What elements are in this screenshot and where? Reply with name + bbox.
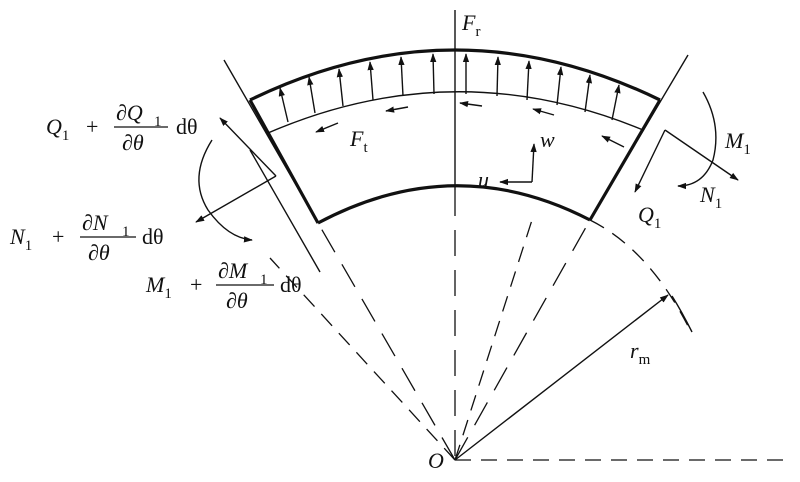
right-Q-arrow <box>634 129 666 193</box>
radial-load-arrow <box>430 53 437 95</box>
left-Q-expression: Q1 + ∂Q 1 ∂θ dθ <box>46 100 198 155</box>
inner-arc-extension <box>589 219 691 331</box>
radius-tip-arc <box>671 295 693 333</box>
N-num-sub: 1 <box>122 224 130 240</box>
N-base: N <box>9 224 26 249</box>
outer-arc <box>249 48 661 102</box>
Q-num: ∂Q <box>116 100 143 125</box>
radial-load-arrow <box>611 84 621 121</box>
rm-main: r <box>630 338 639 363</box>
M-num-sub: 1 <box>260 272 268 288</box>
N-plus: + <box>52 224 64 249</box>
left-N-arrow <box>195 175 277 223</box>
radial-load-arrow <box>494 56 501 97</box>
M-num: ∂M <box>218 258 249 283</box>
origin-label: O <box>428 448 444 473</box>
Q-plus: + <box>86 114 98 139</box>
M1-main: M <box>724 128 745 153</box>
N-den: ∂θ <box>88 240 110 265</box>
Q-tail: dθ <box>176 114 198 139</box>
svg-text:N1: N1 <box>9 224 32 254</box>
rm-label: rm <box>630 338 651 368</box>
Q-den: ∂θ <box>122 130 144 155</box>
u-label: u <box>478 167 489 192</box>
M-tail: dθ <box>280 272 302 297</box>
Q-base: Q <box>46 114 62 139</box>
inner-arc <box>317 184 591 225</box>
radial-load-arrow <box>525 60 532 101</box>
mid-surface-arc <box>267 91 644 134</box>
radial-load-arrow <box>307 76 316 114</box>
right-M-arc <box>677 91 717 190</box>
radial-load-arrow <box>336 68 344 107</box>
w-label: w <box>540 127 555 152</box>
left-radial-line <box>317 222 456 461</box>
M1-sub: 1 <box>743 142 751 158</box>
radial-load-arrow <box>367 61 374 101</box>
radial-load-arrow <box>398 56 405 97</box>
Q-sub: 1 <box>62 128 70 144</box>
w-displacement-arrow <box>530 143 537 183</box>
Ft-sub: t <box>363 140 368 156</box>
tangential-load-arrow <box>385 106 409 113</box>
M-den: ∂θ <box>226 288 248 313</box>
N-num: ∂N <box>82 210 109 235</box>
N-tail: dθ <box>142 224 164 249</box>
left-N-expression: N1 + ∂N 1 ∂θ dθ <box>9 210 164 265</box>
Q1-main: Q <box>638 202 654 227</box>
N1-main: N <box>699 182 716 207</box>
left-M-arc <box>198 139 253 243</box>
tangential-load-arrow <box>532 108 555 116</box>
tangential-load-arrows <box>315 100 625 148</box>
inner-radial-mid <box>454 219 533 461</box>
right-edge <box>588 99 662 221</box>
right-Q-label: Q1 <box>638 202 661 232</box>
right-N-label: N1 <box>699 182 722 212</box>
inner-radial-left <box>269 257 456 461</box>
Ft-label: Ft <box>349 126 368 156</box>
Fr-sub: r <box>475 24 480 40</box>
N1-sub: 1 <box>715 196 723 212</box>
Fr-main: F <box>461 10 476 35</box>
tangential-load-arrow <box>601 135 625 148</box>
radial-load-arrow <box>278 87 289 123</box>
M-base: M <box>145 272 166 297</box>
Fr-label: Fr <box>461 10 480 40</box>
Ft-main: F <box>349 126 364 151</box>
svg-text:Q1: Q1 <box>46 114 69 144</box>
Q1-sub: 1 <box>654 216 662 232</box>
radial-load-arrows <box>278 53 621 123</box>
rm-sub: m <box>639 352 651 368</box>
radius-arrow <box>454 294 669 461</box>
left-edge <box>248 99 320 224</box>
M-sub: 1 <box>164 286 172 302</box>
left-Q-arrow <box>219 117 277 177</box>
tangential-load-arrow <box>459 100 483 108</box>
radial-load-arrow <box>556 66 564 106</box>
left-section-offset-line <box>249 149 321 273</box>
svg-text:M1: M1 <box>145 272 172 302</box>
radial-load-arrow <box>584 74 593 113</box>
right-radial-line <box>454 219 591 461</box>
right-N-arrow <box>664 129 739 181</box>
right-M-label: M1 <box>724 128 751 158</box>
Q-num-sub: 1 <box>154 114 162 130</box>
left-M-expression: M1 + ∂M 1 ∂θ dθ <box>145 258 302 313</box>
N-sub: 1 <box>25 238 33 254</box>
tangential-load-arrow <box>315 122 339 133</box>
M-plus: + <box>190 272 202 297</box>
